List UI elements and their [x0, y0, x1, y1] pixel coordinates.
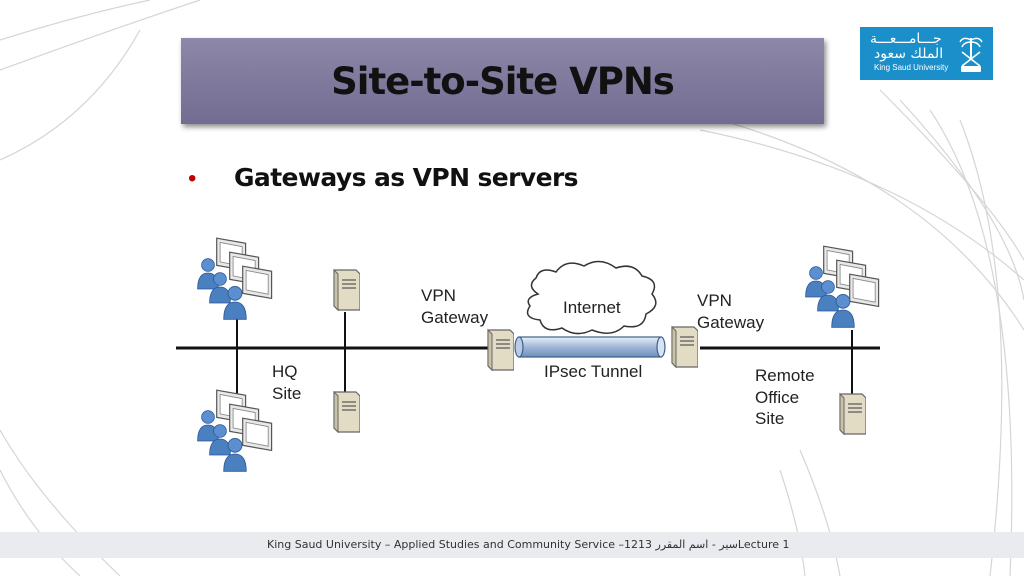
hq-workstation-cluster-bottom [197, 389, 273, 472]
bullet-marker: • [188, 165, 197, 192]
tunnel-label: IPsec Tunnel [544, 362, 642, 381]
footer-text: King Saud University – Applied Studies a… [267, 538, 790, 551]
remote-workstation-cluster [805, 245, 880, 328]
left-gateway-label-line2: Gateway [421, 308, 489, 327]
internet-cloud-icon [526, 260, 657, 335]
remote-label-line2: Office [755, 388, 799, 407]
title-banner: Site-to-Site VPNs [181, 38, 824, 124]
hq-label-line1: HQ [272, 362, 298, 381]
left-vpn-gateway-icon [487, 329, 514, 371]
remote-label-line1: Remote [755, 366, 815, 385]
ipsec-tunnel-tube [514, 336, 666, 358]
university-logo: جـــامـــعـــة الملك سعود King Saud Univ… [860, 27, 993, 80]
hq-server-bottom-icon [333, 391, 360, 433]
left-gateway-label-line1: VPN [421, 286, 456, 305]
logo-english-name: King Saud University [874, 63, 949, 72]
hq-workstation-cluster-top [197, 237, 273, 320]
footer-band [0, 532, 1024, 558]
right-gateway-label-line1: VPN [697, 291, 732, 310]
internet-label: Internet [563, 298, 621, 317]
remote-server-icon [839, 393, 866, 435]
slide-title: Site-to-Site VPNs [331, 59, 675, 103]
logo-arabic-line1: جـــامـــعـــة [870, 31, 942, 47]
palm-emblem-icon [959, 37, 983, 72]
right-gateway-label-line2: Gateway [697, 313, 765, 332]
remote-label-line3: Site [755, 409, 784, 428]
logo-arabic-line2: الملك سعود [874, 46, 944, 62]
hq-server-top-icon [333, 269, 360, 311]
right-vpn-gateway-icon [671, 326, 698, 368]
bullet-text: Gateways as VPN servers [234, 163, 579, 192]
hq-label-line2: Site [272, 384, 301, 403]
